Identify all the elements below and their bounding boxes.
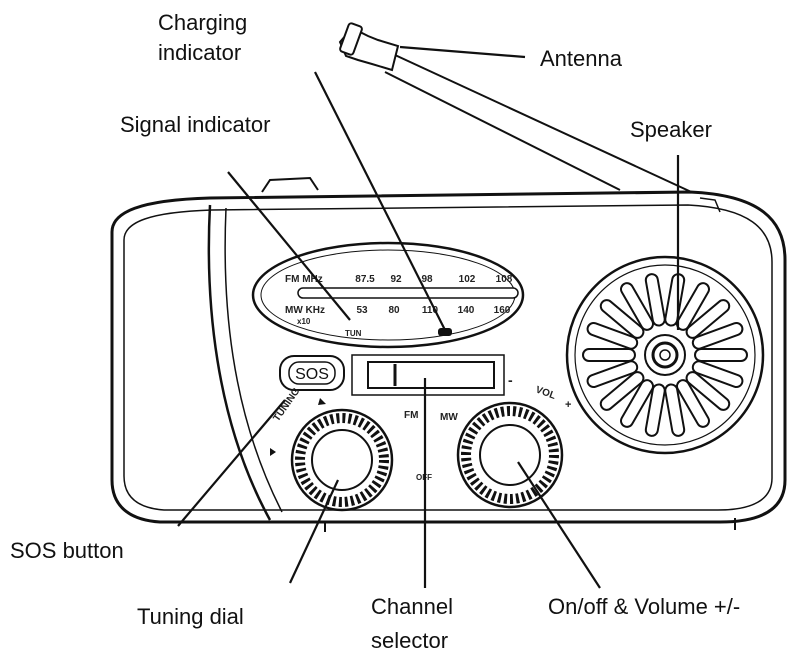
speaker-slot (599, 371, 645, 411)
speaker-slot (586, 322, 639, 350)
vol-plus-mark: + (565, 399, 571, 411)
mw-multiplier: x10 (297, 317, 311, 326)
mw-scale-0: 53 (356, 305, 368, 316)
speaker-slot (599, 299, 645, 339)
speaker-slot (620, 379, 654, 428)
speaker-slot (664, 383, 686, 437)
label-channel-line1: Channel (371, 594, 453, 619)
sos-button-label: SOS (295, 366, 329, 383)
speaker-slot (685, 299, 731, 339)
fm-band-label: FM MHz (285, 274, 323, 285)
mw-scale-4: 160 (494, 305, 511, 316)
dial-window: FM MHz 87.5 92 98 102 108 MW KHz x10 53 … (251, 241, 525, 349)
speaker-slot (644, 273, 666, 327)
label-charging-line2: indicator (158, 40, 241, 65)
fm-band-mark: FM (404, 410, 418, 421)
tuning-arrow-down-icon (270, 448, 276, 456)
leader-lines (177, 45, 680, 589)
speaker-slot (691, 360, 744, 388)
label-antenna: Antenna (540, 46, 623, 71)
label-onoff-volume: On/off & Volume +/- (548, 594, 740, 619)
fm-scale-3: 102 (459, 274, 476, 285)
fm-scale-2: 98 (421, 274, 433, 285)
label-channel-line2: selector (371, 628, 448, 653)
mw-scale-2: 110 (422, 305, 439, 316)
mw-scale-3: 140 (458, 305, 475, 316)
mw-scale-1: 80 (388, 305, 400, 316)
fm-scale-4: 108 (496, 274, 513, 285)
tuning-arrow-up-icon (318, 398, 326, 405)
sos-button[interactable]: SOS (279, 355, 345, 391)
speaker-slot (676, 282, 710, 331)
vol-minus-mark: - (508, 372, 513, 388)
tuning-slot (297, 287, 519, 299)
speaker-grille (565, 255, 765, 455)
speaker-slot (685, 371, 731, 411)
channel-selector[interactable] (351, 354, 505, 396)
speaker-slot (691, 322, 744, 350)
mw-band-mark: MW (440, 412, 458, 423)
speaker-slot (676, 379, 710, 428)
tuning-dial[interactable] (290, 408, 394, 512)
label-signal-indicator: Signal indicator (120, 112, 270, 137)
label-tuning-dial: Tuning dial (137, 604, 244, 629)
speaker-slot (586, 360, 639, 388)
charging-indicator-light (438, 328, 452, 336)
speaker-slot (582, 348, 636, 362)
speaker-slot (644, 383, 666, 437)
label-sos-button: SOS button (10, 538, 124, 563)
volume-knob[interactable] (456, 401, 564, 509)
speaker-slot (620, 282, 654, 331)
speaker-slot (694, 348, 748, 362)
fm-scale-0: 87.5 (355, 274, 375, 285)
label-charging-line1: Charging (158, 10, 247, 35)
speaker-slot (664, 273, 686, 327)
fm-scale-1: 92 (390, 274, 402, 285)
antenna (338, 22, 701, 197)
label-speaker: Speaker (630, 117, 712, 142)
mw-band-label: MW KHz (285, 305, 325, 316)
tun-indicator-label: TUN (345, 329, 362, 338)
